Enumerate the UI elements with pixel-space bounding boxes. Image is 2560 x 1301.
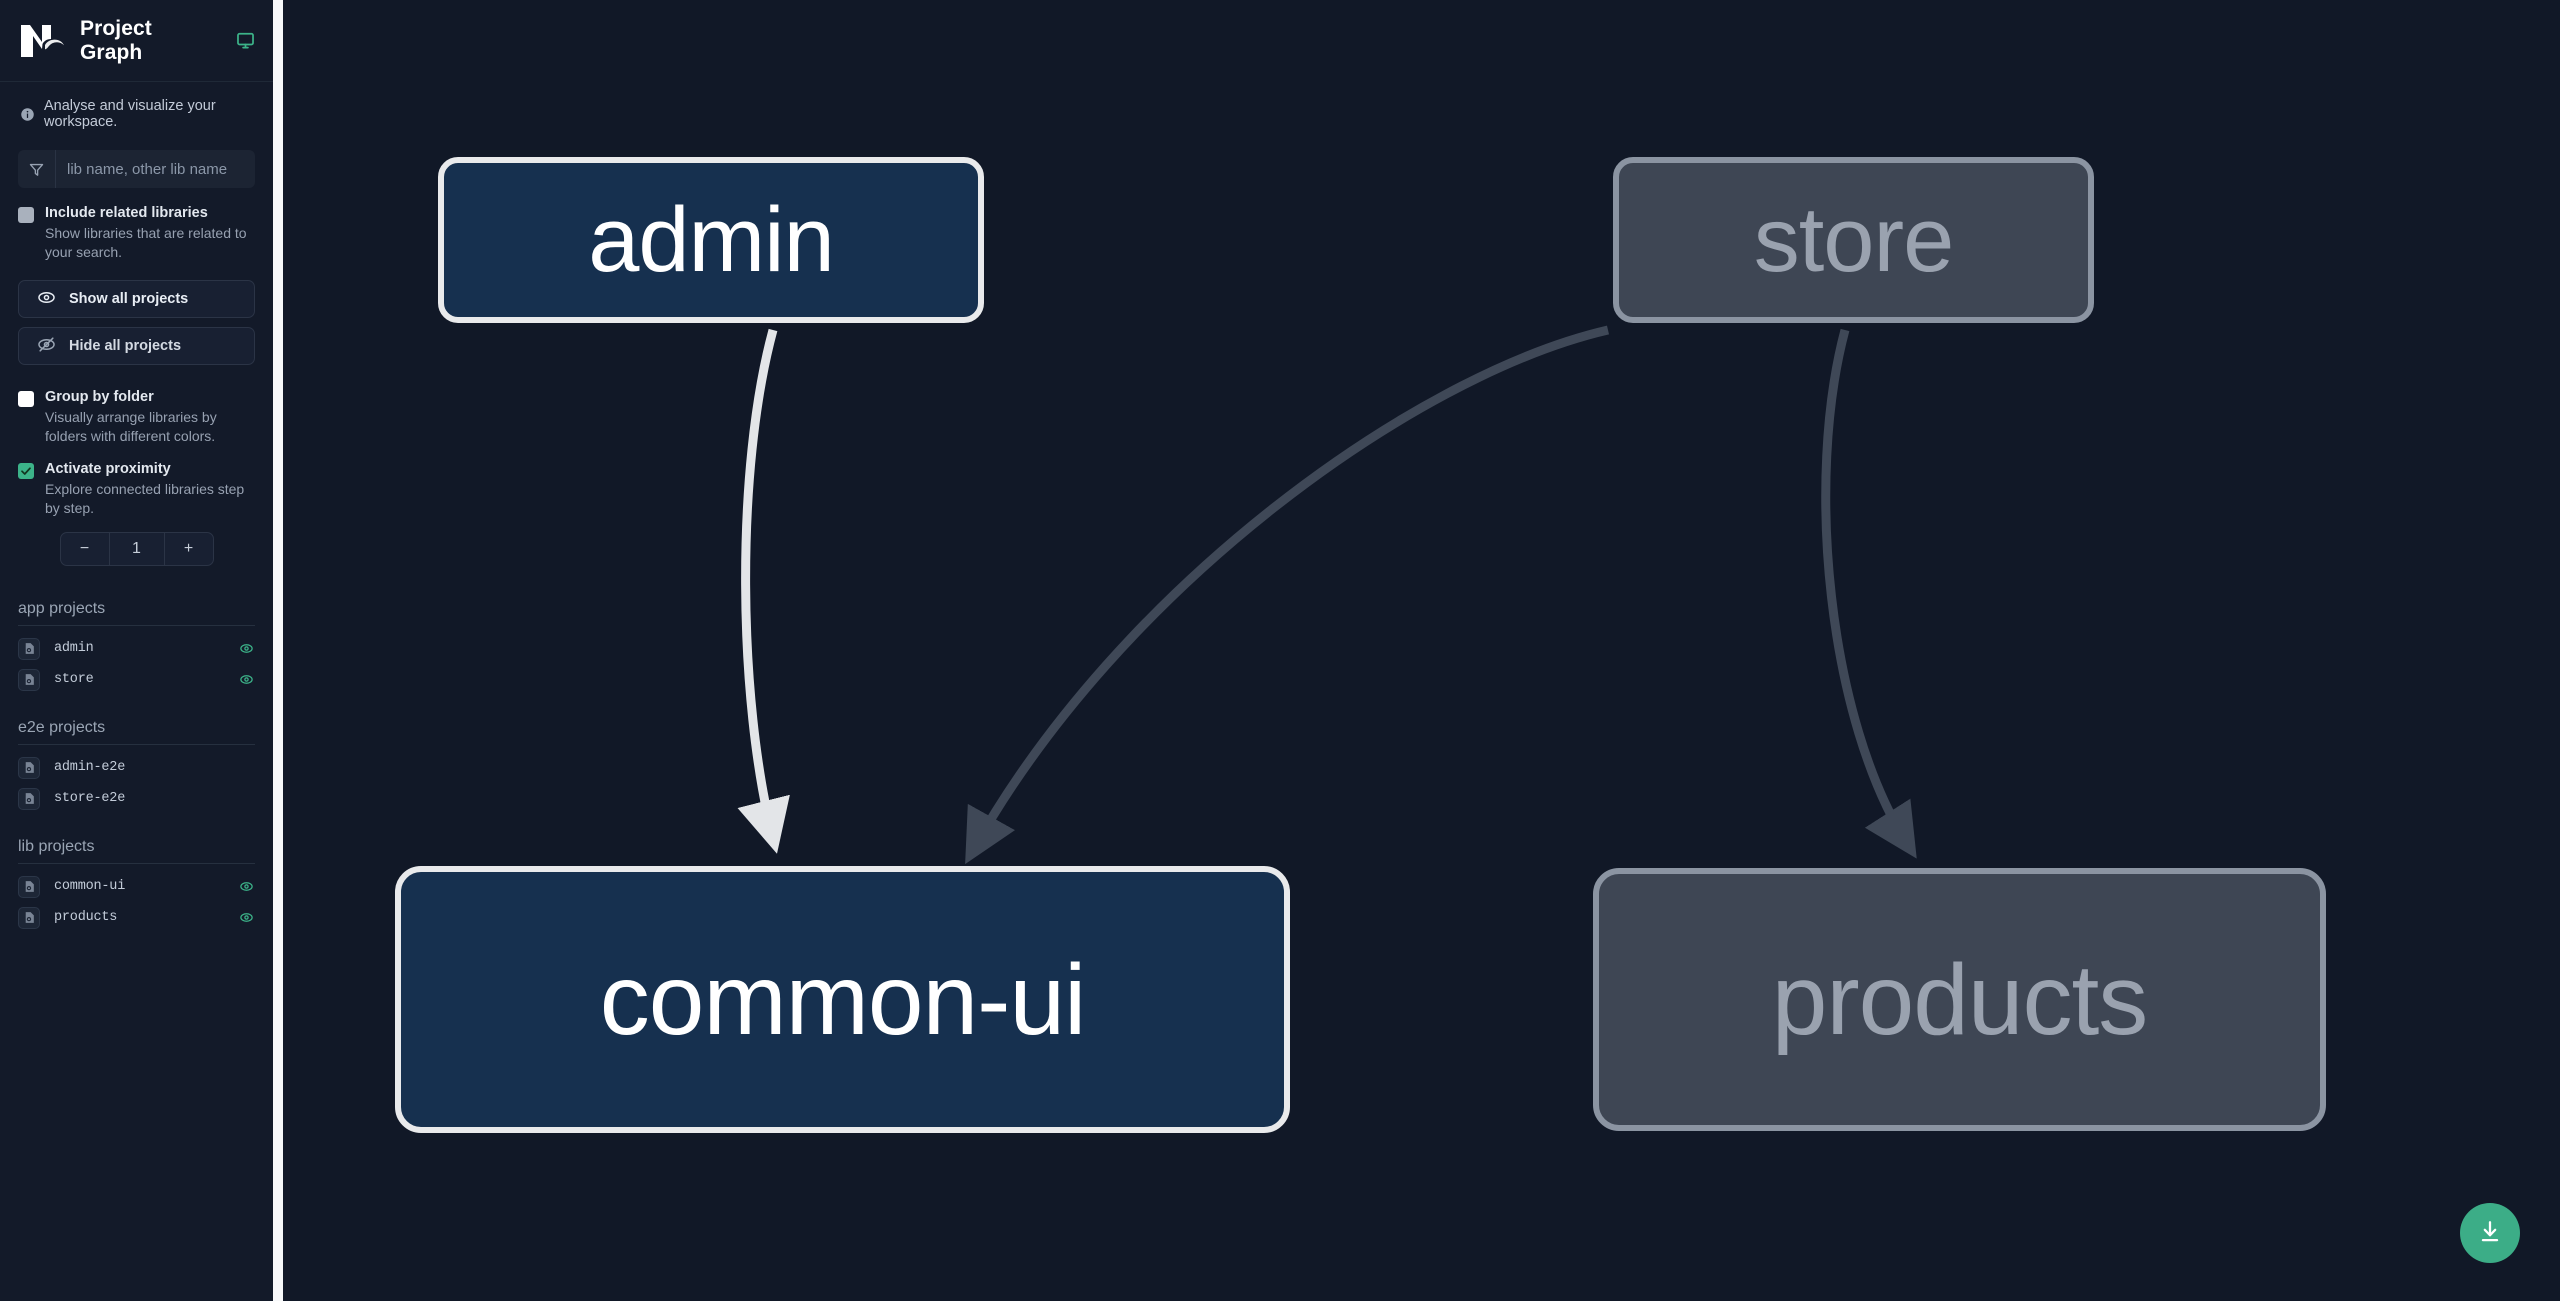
- download-icon: [2477, 1219, 2503, 1248]
- show-all-projects-label: Show all projects: [69, 291, 189, 307]
- eye-icon[interactable]: [237, 910, 255, 925]
- project-list-item-common-ui[interactable]: common-ui: [18, 871, 255, 902]
- graph-node-products[interactable]: products: [1593, 868, 2326, 1131]
- proximity-decrement-button[interactable]: −: [79, 540, 90, 557]
- project-name: store-e2e: [54, 791, 126, 806]
- option-label: Group by folder: [45, 389, 154, 405]
- visibility-buttons: Show all projects Hide all projects: [0, 262, 273, 374]
- project-list-item-store[interactable]: store: [18, 664, 255, 695]
- nx-logo-icon: [18, 21, 66, 61]
- graph-node-store[interactable]: store: [1613, 157, 2094, 323]
- option-description: Show libraries that are related to your …: [45, 225, 247, 260]
- sidebar-tagline: Analyse and visualize your workspace.: [0, 82, 273, 140]
- project-name: admin-e2e: [54, 760, 126, 775]
- project-file-icon: [18, 787, 40, 810]
- group-title: e2e projects: [18, 719, 255, 745]
- proximity-stepper-wrap: − 1 +: [0, 518, 273, 566]
- sidebar-resize-handle[interactable]: [273, 0, 283, 1301]
- proximity-stepper: − 1 +: [59, 532, 214, 566]
- project-file-icon: [18, 906, 40, 929]
- edge-admin-to-common-ui: [737, 328, 790, 854]
- node-label: store: [1753, 189, 1955, 291]
- tagline-text: Analyse and visualize your workspace.: [44, 98, 216, 130]
- search-box[interactable]: [18, 150, 255, 188]
- search-input[interactable]: [56, 150, 255, 188]
- project-list-item-products[interactable]: products: [18, 902, 255, 933]
- info-icon: [20, 107, 35, 122]
- eye-off-icon: [37, 335, 56, 358]
- project-file-icon: [18, 637, 40, 660]
- group-title: lib projects: [18, 838, 255, 864]
- edge-store-to-common-ui: [965, 325, 1610, 865]
- project-list-item-admin[interactable]: admin: [18, 633, 255, 664]
- hide-all-projects-button[interactable]: Hide all projects: [18, 327, 255, 365]
- option-description: Explore connected libraries step by step…: [45, 481, 245, 516]
- node-label: admin: [588, 189, 835, 291]
- proximity-value: 1: [108, 533, 165, 565]
- eye-icon[interactable]: [237, 641, 255, 656]
- project-name: store: [54, 672, 94, 687]
- project-file-icon: [18, 668, 40, 691]
- checkbox-group-by-folder[interactable]: [18, 391, 34, 407]
- hide-all-projects-label: Hide all projects: [69, 338, 182, 354]
- option-activate-proximity[interactable]: Activate proximity Explore connected lib…: [0, 446, 273, 518]
- node-label: common-ui: [599, 943, 1087, 1056]
- project-name: admin: [54, 641, 94, 656]
- project-list-item-store-e2e[interactable]: store-e2e: [18, 783, 255, 814]
- project-name: products: [54, 910, 118, 925]
- option-group-by-folder[interactable]: Group by folder Visually arrange librari…: [0, 374, 273, 446]
- eye-icon[interactable]: [237, 879, 255, 894]
- eye-icon: [37, 288, 56, 311]
- filter-funnel-icon: [18, 150, 56, 188]
- group-title: app projects: [18, 600, 255, 626]
- sidebar: Project Graph Analyse and visualize your…: [0, 0, 273, 1301]
- graph-canvas[interactable]: admin store common-ui products: [283, 0, 2560, 1301]
- graph-node-admin[interactable]: admin: [438, 157, 984, 323]
- edge-store-to-products: [1821, 328, 1917, 859]
- project-list-item-admin-e2e[interactable]: admin-e2e: [18, 752, 255, 783]
- project-groups: app projects admin: [0, 566, 273, 1301]
- project-file-icon: [18, 756, 40, 779]
- option-label: Include related libraries: [45, 205, 208, 221]
- search-area: [0, 140, 273, 188]
- option-label: Activate proximity: [45, 461, 171, 477]
- project-file-icon: [18, 875, 40, 898]
- download-image-button[interactable]: [2460, 1203, 2520, 1263]
- sidebar-header: Project Graph: [0, 0, 273, 82]
- monitor-icon[interactable]: [236, 31, 255, 50]
- page-title: Project Graph: [80, 16, 152, 64]
- checkbox-include-related-libraries[interactable]: [18, 207, 34, 223]
- graph-edges: [737, 325, 1917, 865]
- node-label: products: [1771, 943, 2149, 1056]
- option-description: Visually arrange libraries by folders wi…: [45, 409, 217, 444]
- eye-icon[interactable]: [237, 672, 255, 687]
- graph-node-common-ui[interactable]: common-ui: [395, 866, 1290, 1133]
- project-group-app: app projects admin: [18, 600, 255, 695]
- project-name: common-ui: [54, 879, 126, 894]
- checkbox-activate-proximity[interactable]: [18, 463, 34, 479]
- project-group-lib: lib projects common-ui: [18, 838, 255, 933]
- project-group-e2e: e2e projects admin-e2e: [18, 719, 255, 814]
- option-include-related-libraries[interactable]: Include related libraries Show libraries…: [0, 188, 273, 262]
- proximity-increment-button[interactable]: +: [183, 540, 194, 557]
- show-all-projects-button[interactable]: Show all projects: [18, 280, 255, 318]
